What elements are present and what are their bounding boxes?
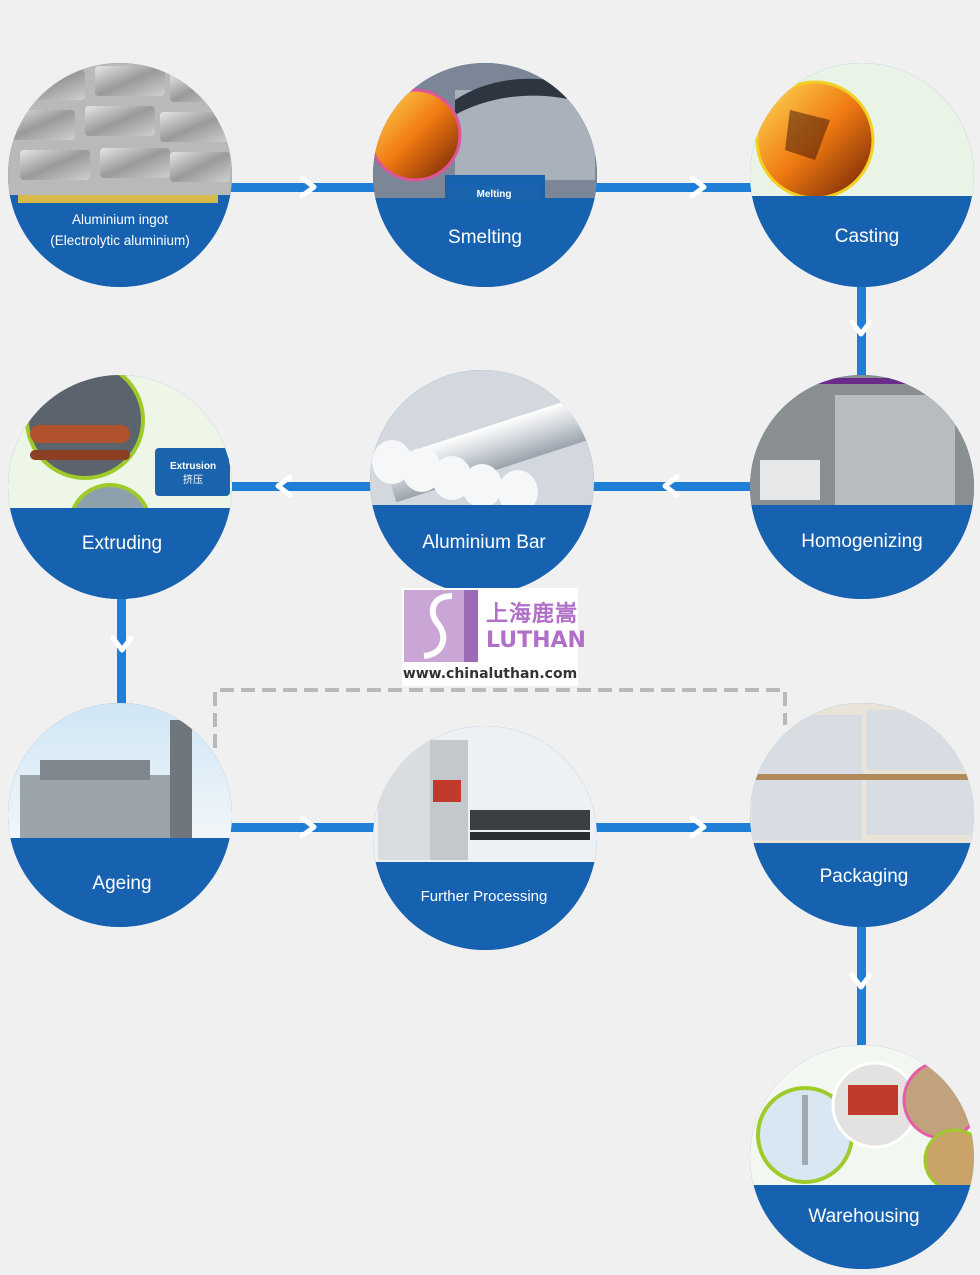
extrusion-tag-cn-text: 挤压 — [183, 474, 203, 486]
homogenizing-furnace-photo — [750, 375, 974, 599]
arrow-right-icon — [299, 815, 317, 839]
extrusion-tag-text: Extrusion — [169, 461, 217, 472]
arrow-down-icon — [849, 319, 873, 337]
step-aluminium-ingot[interactable] — [0, 55, 240, 295]
step-warehousing[interactable] — [750, 1045, 980, 1275]
arrow-left-icon — [662, 474, 680, 498]
arrow-right-icon — [689, 815, 707, 839]
arrow-right-icon — [299, 175, 317, 199]
extrusion-tag: Extrusion 挤压 — [157, 456, 229, 491]
packed-profiles-on-pallets-photo — [750, 703, 974, 927]
arrow-left-icon — [275, 474, 293, 498]
arrow-right-icon — [689, 175, 707, 199]
logo-s-mark-icon — [404, 590, 478, 662]
chevron-arrows — [110, 175, 873, 990]
logo-url[interactable]: www.chinaluthan.com — [402, 666, 578, 682]
arrow-down-icon — [849, 972, 873, 990]
logo-name-en: LUTHAN — [486, 628, 586, 653]
step-aluminium-bar[interactable] — [370, 370, 606, 605]
step-smelting[interactable] — [370, 63, 603, 298]
step-casting[interactable] — [750, 63, 980, 296]
ageing-furnace-photo — [8, 703, 232, 927]
company-logo: 上海鹿嵩 LUTHAN www.chinaluthan.com — [402, 588, 586, 686]
melting-tag-text: Melting — [476, 189, 512, 200]
step-homogenizing[interactable] — [750, 375, 980, 605]
step-ageing[interactable] — [8, 703, 238, 938]
molten-metal-casting-photo — [750, 63, 974, 287]
aluminium-ingot-stack-photo — [8, 63, 232, 287]
melting-furnace-photo — [373, 63, 597, 287]
dashed-feedback-loop — [213, 688, 787, 748]
buildings-and-shipping-photos — [750, 1045, 974, 1269]
aluminium-bars-photo — [370, 370, 594, 594]
cnc-machining-center-photo — [373, 726, 597, 950]
step-further-processing[interactable] — [373, 726, 603, 962]
step-packaging[interactable] — [750, 703, 980, 943]
logo-name-cn: 上海鹿嵩 — [486, 602, 579, 627]
arrow-down-icon — [110, 635, 134, 653]
melting-tag: Melting — [448, 186, 540, 202]
